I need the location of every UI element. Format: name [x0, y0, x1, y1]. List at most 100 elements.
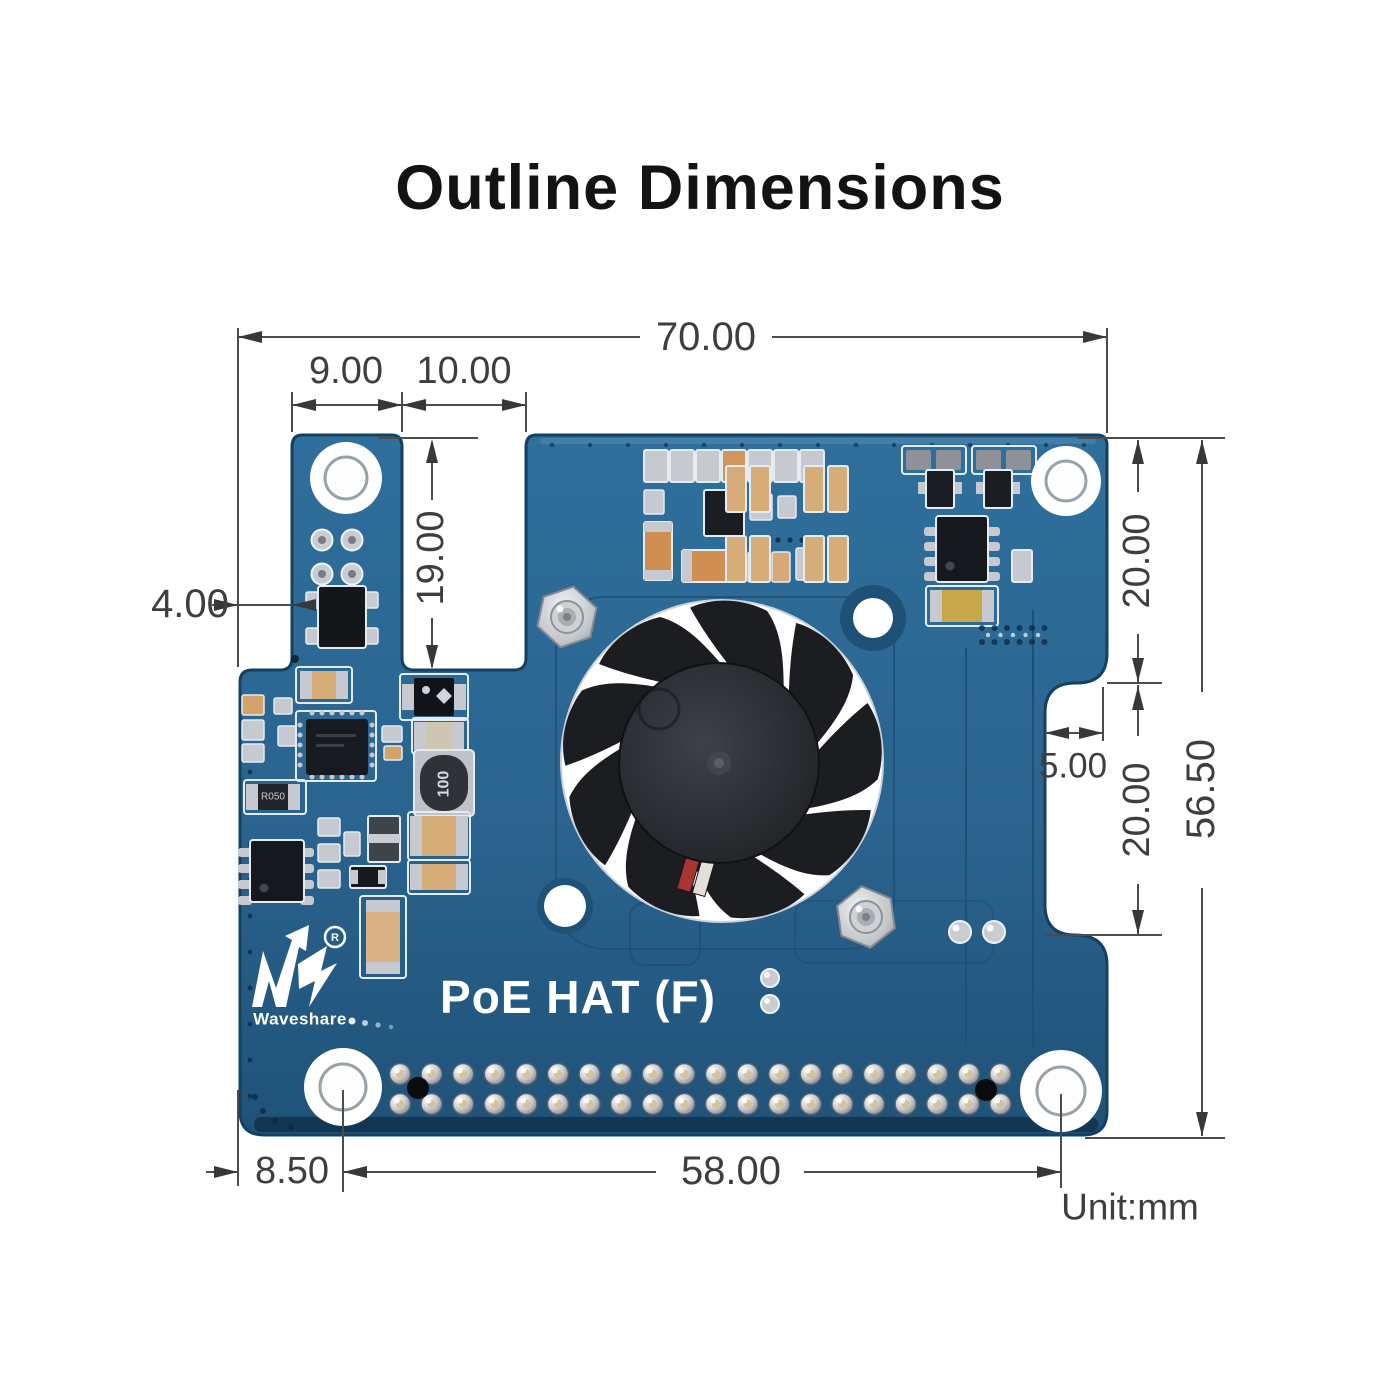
soic-leg	[924, 527, 938, 536]
ic-pin1-mark	[259, 883, 269, 893]
qfn-outline	[295, 710, 377, 782]
sot23	[983, 469, 1013, 509]
header-pin-glint	[426, 1068, 432, 1074]
cap-end	[378, 870, 386, 884]
qfn-pads	[369, 722, 375, 728]
header-pin-glint	[805, 1068, 811, 1074]
header-pin-glint	[552, 1068, 558, 1074]
header-pin-glint	[773, 1068, 779, 1074]
header-pin-glint	[900, 1068, 906, 1074]
smd-resistor	[695, 449, 721, 483]
dim-arrow	[402, 399, 426, 411]
edge-vias	[739, 442, 745, 448]
smd-resistor	[343, 831, 361, 857]
dim-arrow	[214, 599, 238, 611]
dim-label-right-lower: 20.00	[1116, 762, 1158, 857]
cap-end	[644, 570, 672, 580]
tab-pad-center	[348, 536, 356, 544]
edge-vias	[701, 442, 707, 448]
shunt-resistor	[258, 784, 288, 810]
fan-blades	[689, 851, 805, 919]
dim-arrow	[214, 1166, 238, 1178]
dim-label-hole-spacing: 58.00	[681, 1149, 781, 1193]
smd-part	[906, 450, 931, 470]
smd-capacitor	[366, 912, 400, 962]
cap-end	[410, 864, 422, 890]
sot23-leg	[954, 482, 962, 494]
edge-vias	[777, 442, 783, 448]
header-pin-glint	[394, 1098, 400, 1104]
logo-dot	[348, 1017, 356, 1025]
smd-capacitor	[771, 551, 791, 583]
smd-capacitor	[827, 535, 849, 583]
tab-pad-center	[318, 536, 326, 544]
dim-arrow	[1132, 686, 1144, 710]
header-pin-glint	[489, 1098, 495, 1104]
header-pin-glint	[931, 1098, 937, 1104]
header-pin-glint	[963, 1098, 969, 1104]
diode-mark	[422, 686, 430, 694]
logo-dot	[375, 1022, 381, 1028]
header-pin-glint	[994, 1068, 1001, 1074]
dim-arrow	[1132, 440, 1144, 464]
header-pin-glint	[457, 1098, 463, 1104]
header-pin-glint	[584, 1068, 590, 1074]
board-top-highlight	[540, 438, 1096, 444]
qfn-pads	[309, 774, 315, 780]
registered-mark-circle	[323, 925, 347, 949]
soic-leg	[924, 542, 938, 551]
cap-end	[930, 590, 942, 622]
ic-marking	[316, 744, 344, 747]
ic-pin1-mark	[945, 561, 955, 571]
screw-glint	[556, 605, 564, 613]
smd-capacitor	[725, 535, 747, 583]
header-pin-glint	[520, 1068, 527, 1074]
fan-blades	[754, 809, 871, 876]
header-pin-glint	[742, 1098, 748, 1104]
mounting-hole	[323, 455, 369, 501]
sot23-leg	[918, 482, 926, 494]
qfn-pads	[349, 710, 355, 716]
edge-vias	[247, 1057, 253, 1063]
header-key-dot	[975, 1079, 997, 1101]
board-name-label: PoE HAT (F)	[440, 971, 716, 1023]
smd-capacitor	[241, 694, 265, 716]
header-pin-glint	[868, 1068, 874, 1074]
via-grid	[1004, 639, 1010, 645]
via-grid	[991, 639, 998, 645]
qfn-pads	[297, 732, 303, 738]
header-pin-glint	[615, 1098, 621, 1104]
cap-end	[414, 722, 426, 750]
smd-capacitor	[749, 535, 771, 583]
smd-part	[936, 450, 961, 470]
dim-arrow	[426, 439, 438, 463]
smd-capacitor	[312, 671, 336, 699]
via-grid	[979, 625, 985, 631]
diode-outline	[399, 673, 469, 721]
waveshare-logo-bolt	[298, 946, 337, 1007]
tab-pad-center	[348, 570, 356, 578]
dim-arrow	[292, 399, 316, 411]
dim-arrow	[1196, 440, 1208, 464]
via-grid	[979, 639, 985, 645]
header-pin-glint	[615, 1068, 621, 1074]
smd-capacitor	[803, 535, 825, 583]
smd-resistor	[773, 449, 799, 483]
smd-resistor	[643, 489, 665, 515]
smd-capacitor	[803, 465, 825, 513]
small-hole	[853, 598, 893, 638]
ic-marking	[316, 734, 356, 737]
edge-vias	[1043, 442, 1049, 448]
edge-vias	[967, 442, 973, 448]
qfn-pads	[369, 762, 375, 768]
edge-vias	[247, 985, 253, 991]
fan-blades	[805, 702, 882, 809]
via-grid	[1004, 625, 1010, 631]
pad-glint	[986, 924, 994, 932]
smd-resistor	[669, 449, 695, 483]
fan-blades	[690, 600, 784, 688]
soic-leg	[924, 557, 938, 566]
via-grid	[1029, 625, 1035, 631]
via-grid	[1035, 632, 1041, 638]
